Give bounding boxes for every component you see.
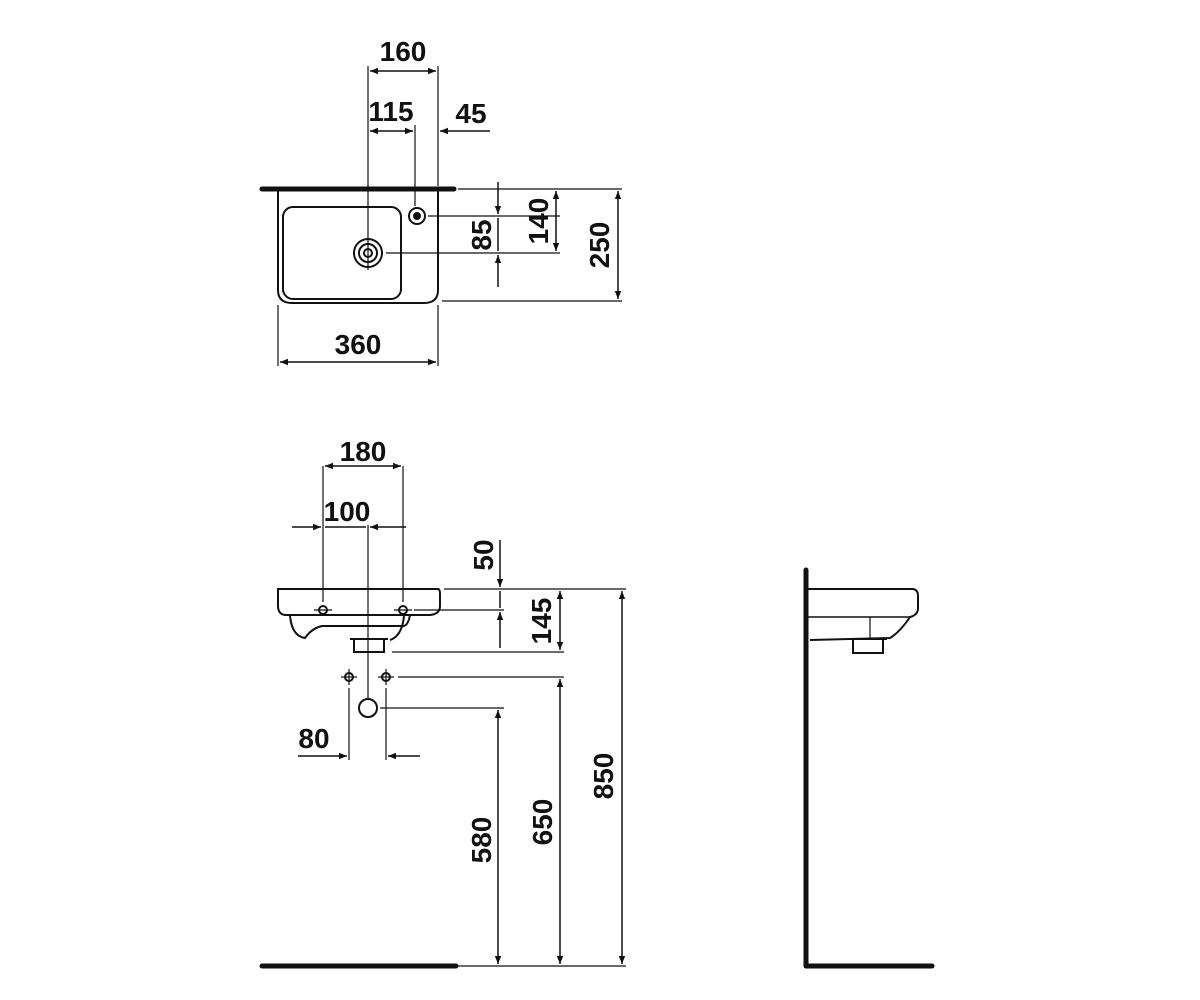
dim-label-850: 850 — [588, 753, 619, 800]
side-view — [803, 567, 935, 969]
dim-label-45: 45 — [455, 98, 486, 129]
front-waste — [353, 638, 385, 653]
dim-label-160: 160 — [380, 36, 427, 67]
waste-outlet — [358, 698, 378, 718]
dim-label-80: 80 — [298, 723, 329, 754]
dim-label-180: 180 — [340, 436, 387, 467]
dim-label-115: 115 — [368, 96, 413, 127]
front-view — [259, 462, 626, 969]
top-basin-outline — [277, 191, 439, 304]
dim-label-360: 360 — [335, 329, 382, 360]
side-basin-profile — [808, 588, 919, 641]
front-basin-body — [277, 588, 441, 616]
dim-label-145: 145 — [526, 598, 557, 645]
dim-label-85: 85 — [466, 219, 497, 250]
top-view — [259, 66, 622, 366]
side-waste — [852, 638, 884, 654]
dim-label-50: 50 — [468, 539, 499, 570]
dim-label-580: 580 — [466, 817, 497, 864]
dim-label-650: 650 — [527, 799, 558, 846]
dim-label-100: 100 — [324, 496, 371, 527]
dim-label-140: 140 — [523, 198, 554, 245]
dim-label-250: 250 — [584, 222, 615, 269]
top-bowl — [282, 206, 402, 300]
tap-hole — [408, 207, 426, 225]
